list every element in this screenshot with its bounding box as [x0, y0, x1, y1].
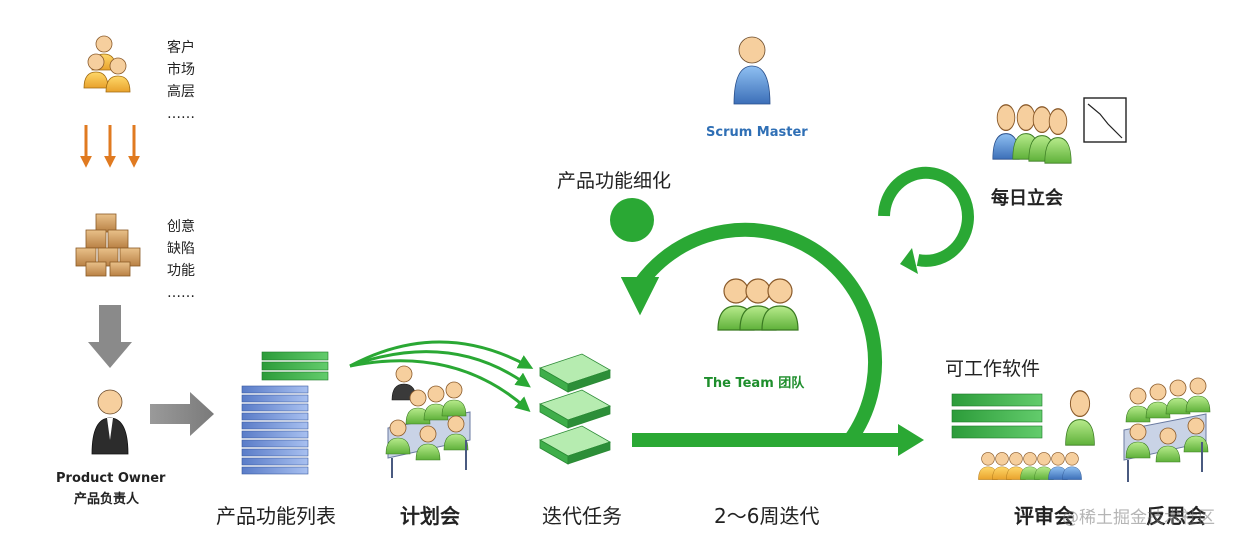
team-icon — [717, 278, 799, 331]
stakeholders-icon — [83, 35, 131, 93]
stakeholder-line: 客户 — [167, 40, 195, 56]
team-label: The Team 团队 — [704, 376, 805, 391]
working-software-icon — [951, 393, 1043, 439]
sprint-tasks-icon — [539, 353, 611, 465]
retro-label: 反思会 — [1146, 504, 1206, 528]
down-arrows-icon — [80, 125, 140, 168]
stakeholder-line: 市场 — [167, 62, 195, 78]
product-owner-label-en: Product Owner — [56, 471, 166, 486]
stakeholders-list: 客户 市场 高层 …… — [167, 37, 195, 125]
stakeholder-line: 高层 — [167, 84, 195, 100]
planning-label: 计划会 — [400, 504, 460, 528]
gray-right-arrow-icon — [150, 392, 214, 436]
scrum-master-label: Scrum Master — [706, 125, 808, 140]
watermark: @稀土掘金技术社区 — [1062, 508, 1215, 528]
idea-line: …… — [167, 285, 195, 301]
backlog-label: 产品功能列表 — [216, 504, 336, 528]
tasks-label: 迭代任务 — [542, 504, 622, 528]
product-backlog-icon — [241, 351, 329, 475]
gray-down-arrow-icon — [88, 305, 132, 368]
boxes-icon — [75, 213, 141, 277]
ideas-list: 创意 缺陷 功能 …… — [167, 216, 195, 304]
daily-standup-label: 每日立会 — [991, 188, 1063, 209]
refine-label: 产品功能细化 — [557, 170, 672, 192]
stakeholder-line: …… — [167, 106, 195, 122]
burndown-chart-icon — [1083, 97, 1127, 143]
scrum-master-icon — [733, 36, 771, 105]
idea-line: 功能 — [167, 263, 195, 279]
iteration-label: 2～6周迭代 — [714, 504, 820, 528]
product-owner-icon — [91, 389, 129, 455]
planning-meeting-icon — [385, 365, 471, 478]
product-owner-label-cn: 产品负责人 — [74, 492, 140, 507]
retrospective-icon — [1123, 377, 1211, 482]
working-software-label: 可工作软件 — [945, 358, 1041, 380]
planning-flow-arrows — [349, 340, 534, 412]
daily-standup-icon — [991, 104, 1072, 164]
idea-line: 创意 — [167, 219, 195, 235]
idea-line: 缺陷 — [167, 241, 195, 257]
review-label: 评审会 — [1014, 504, 1074, 528]
sprint-loop — [610, 166, 974, 456]
